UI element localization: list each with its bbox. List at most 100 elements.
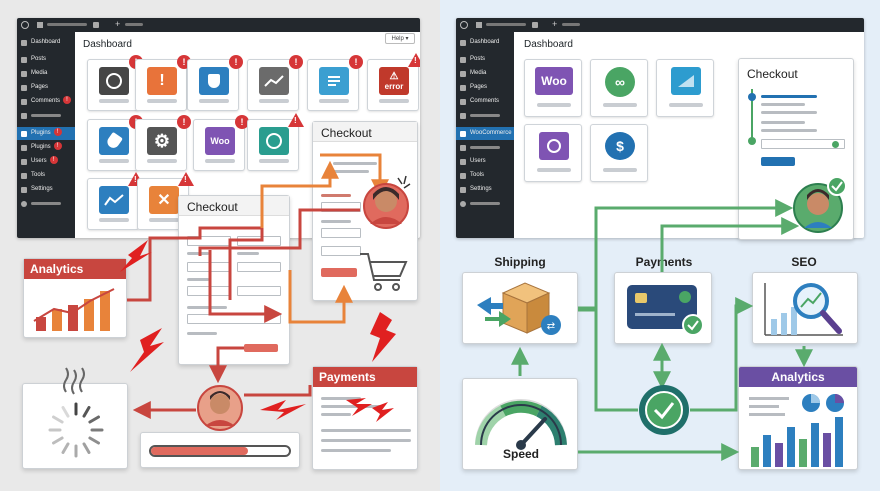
chart-icon <box>99 186 129 214</box>
site-name <box>486 23 526 26</box>
left-panel-cluttered: + Dashboard Posts Media Pages Comments! … <box>17 18 420 470</box>
admin-bar: + <box>17 18 420 32</box>
plus-icon[interactable]: + <box>552 19 558 29</box>
sidebar-item-collapse[interactable] <box>17 197 75 210</box>
admin-sidebar: Dashboard Posts Media Pages Comments! Pl… <box>17 32 75 238</box>
analytics-card-left: Analytics <box>23 258 127 338</box>
plugin-card[interactable]: ! <box>187 55 243 111</box>
sidebar-item-plugins[interactable]: Plugins! <box>17 127 75 140</box>
shopping-cart-icon <box>360 253 408 291</box>
page-title: Dashboard <box>524 39 573 50</box>
sidebar-item-collapse[interactable] <box>456 197 514 210</box>
home-icon[interactable] <box>37 22 43 28</box>
plugin-card[interactable]: ! <box>307 55 363 111</box>
sidebar-item-media[interactable]: Media <box>17 67 75 80</box>
tools-icon: ✕ <box>149 186 179 214</box>
analytics-title: Analytics <box>739 367 857 387</box>
sidebar-item-woocommerce[interactable]: WooCommerce <box>456 127 514 140</box>
checkout-title: Checkout <box>747 67 798 81</box>
plugin-card[interactable]: Woo <box>524 59 582 117</box>
admin-bar: + <box>456 18 864 32</box>
search-report-icon <box>539 132 569 160</box>
progress-fill <box>151 447 248 455</box>
sidebar-item-settings[interactable]: Settings <box>456 183 514 196</box>
sidebar-item-dashboard[interactable]: Dashboard <box>17 36 75 49</box>
sidebar-item-dashboard[interactable]: Dashboard <box>456 36 514 49</box>
checkout-submit-button[interactable] <box>321 268 357 277</box>
sidebar-item-mail[interactable] <box>17 109 75 122</box>
checkout-field[interactable] <box>321 246 361 256</box>
checkout-submit-button[interactable] <box>761 157 795 166</box>
comment-icon[interactable] <box>532 22 538 28</box>
woo-icon: Woo <box>535 67 573 95</box>
checkout-field[interactable] <box>237 286 281 296</box>
sidebar-item-posts[interactable]: Posts <box>456 53 514 66</box>
checkout-field[interactable] <box>761 139 845 149</box>
comment-icon[interactable] <box>93 22 99 28</box>
sidebar-item-posts[interactable]: Posts <box>17 53 75 66</box>
right-panel-organized: + Dashboard Posts Media Pages Comments W… <box>440 0 880 491</box>
warning-triangle-icon: ! <box>178 172 194 186</box>
plugin-card[interactable]: ! ! <box>135 55 191 111</box>
sidebar-item-plugins-2[interactable]: Plugins! <box>17 141 75 154</box>
loading-spinner-card <box>22 383 128 469</box>
sidebar-item-settings[interactable]: Settings <box>17 183 75 196</box>
left-admin-window: + Dashboard Posts Media Pages Comments! … <box>17 18 420 238</box>
sidebar-item-tools[interactable]: Tools <box>456 169 514 182</box>
warning-triangle-icon: ! <box>408 53 420 67</box>
gear-dollar-icon: $ <box>605 132 635 160</box>
wordpress-icon[interactable] <box>460 21 468 29</box>
plugin-card[interactable]: ⚠error ! <box>367 53 420 111</box>
shipping-box-icon: ⇄ <box>477 282 561 335</box>
sidebar-item-users[interactable]: Users! <box>17 155 75 168</box>
new-label <box>562 23 580 26</box>
sidebar-item-comments[interactable]: Comments <box>456 95 514 108</box>
gear-icon: ⚙ <box>147 127 177 155</box>
payments-card <box>614 272 712 344</box>
seo-magnifier-icon <box>764 283 843 336</box>
plugin-card[interactable]: ! <box>87 115 143 171</box>
checkout-field[interactable] <box>237 262 281 272</box>
plugin-card[interactable]: ∞ <box>590 59 648 117</box>
shipping-card: ⇄ <box>462 272 578 344</box>
help-button[interactable]: Help ▾ <box>385 33 415 44</box>
bar-chart-icon <box>33 288 115 331</box>
plug-icon <box>199 67 229 95</box>
sidebar-item-other[interactable] <box>456 141 514 154</box>
new-label <box>125 23 143 26</box>
plugin-card[interactable]: ! <box>87 172 144 230</box>
sidebar-item-pages[interactable]: Pages <box>17 81 75 94</box>
sidebar-item-mail[interactable] <box>456 109 514 122</box>
lightning-icon <box>370 312 396 362</box>
plugin-card[interactable]: ! <box>247 113 304 171</box>
link-icon: ∞ <box>605 67 635 97</box>
plugin-card[interactable] <box>524 124 582 182</box>
plugin-card[interactable]: $ <box>590 124 648 182</box>
wordpress-icon[interactable] <box>21 21 29 29</box>
happy-user-avatar <box>793 176 847 233</box>
chaotic-flow-arrows <box>63 153 411 431</box>
checkout-title: Checkout <box>187 200 238 214</box>
plugin-card[interactable]: ! <box>247 55 303 111</box>
organized-flow-arrows <box>511 176 847 461</box>
sidebar-item-users[interactable]: Users <box>456 155 514 168</box>
loading-spinner-icon <box>48 402 104 458</box>
sidebar-item-comments[interactable]: Comments! <box>17 95 75 108</box>
alert-badge-icon: ! <box>229 55 243 69</box>
alert-icon: ! <box>147 67 177 95</box>
woo-icon: Woo <box>205 127 235 155</box>
plugin-card[interactable] <box>656 59 714 117</box>
warning-triangle-icon: ! <box>288 113 304 127</box>
plus-icon[interactable]: + <box>115 19 121 29</box>
document-icon <box>319 67 349 95</box>
admin-sidebar: Dashboard Posts Media Pages Comments Woo… <box>456 32 514 238</box>
plugin-card[interactable]: ⚙ ! <box>135 115 191 171</box>
sidebar-item-tools[interactable]: Tools <box>17 169 75 182</box>
sidebar-item-media[interactable]: Media <box>456 67 514 80</box>
alert-badge-icon: ! <box>289 55 303 69</box>
home-icon[interactable] <box>476 22 482 28</box>
plugin-card[interactable]: Woo ! <box>193 115 249 171</box>
checkout-title: Checkout <box>321 126 372 140</box>
sidebar-item-pages[interactable]: Pages <box>456 81 514 94</box>
checkout-field[interactable] <box>321 228 361 238</box>
